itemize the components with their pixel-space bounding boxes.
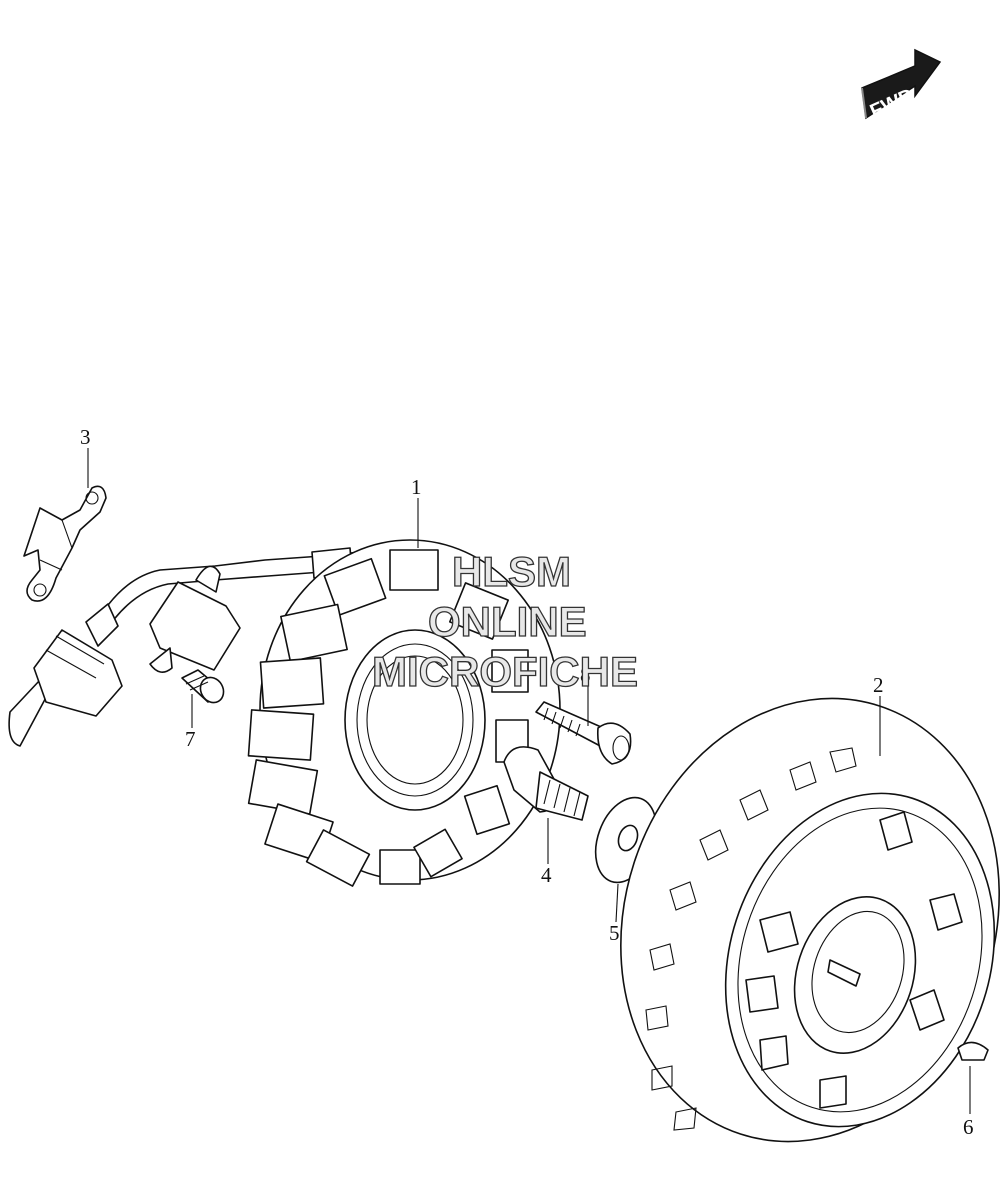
callout-4: 4 [541,863,552,887]
fwd-badge: FWD [861,48,942,123]
callouts: 1 2 3 4 5 6 7 8 [80,425,974,1139]
watermark-line-1: HLSM [452,548,571,595]
callout-1: 1 [411,475,422,499]
connector-icon [8,629,123,747]
key-icon [957,1041,989,1061]
watermark-line-2: ONLINE [428,598,587,645]
watermark-line-3: MICROFICHE [372,648,638,695]
callout-3: 3 [80,425,91,449]
callout-5: 5 [609,921,620,945]
socket-bolt-icon [535,701,632,765]
callout-7: 7 [185,727,196,751]
forward-arrow-icon [861,48,942,120]
flange-bolt-icon [503,746,589,821]
callout-6: 6 [963,1115,974,1139]
rotor-flywheel-icon [620,697,1000,1143]
screw-icon [181,669,225,704]
callout-2: 2 [873,673,884,697]
clamp-bracket-icon [23,485,107,602]
stator-assembly-icon [8,539,561,887]
watermark: HLSM ONLINE MICROFICHE [371,547,638,695]
leader-lines [87,448,971,1114]
callout-8: 8 [580,663,591,687]
